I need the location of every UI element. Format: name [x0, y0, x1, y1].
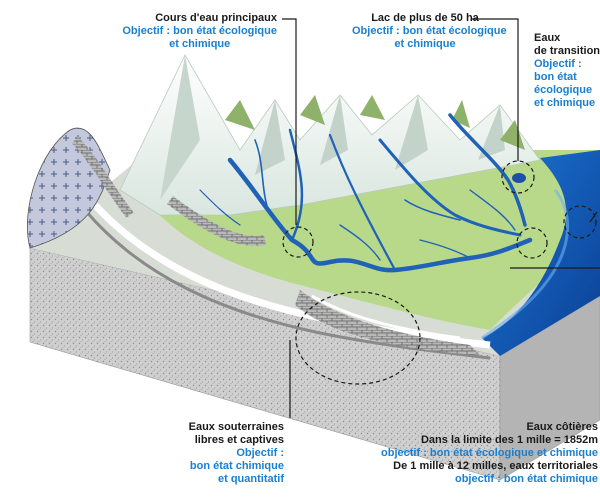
- transition-objective-1: Objectif :: [534, 58, 582, 70]
- coastal-line-2: objectif : bon état écologique et chimiq…: [381, 447, 598, 459]
- transition-title-1: Eaux: [534, 32, 561, 44]
- transition-objective-3: écologique: [534, 84, 593, 96]
- coastal-title: Eaux côtières: [526, 421, 598, 433]
- coastal-line-4: objectif : bon état chimique: [454, 473, 598, 485]
- rivers-label: Cours d'eau principaux Objectif : bon ét…: [122, 12, 277, 51]
- transition-title-2: de transition: [534, 45, 600, 57]
- groundwater-objective-3: et quantitatif: [218, 473, 284, 485]
- groundwater-title-2: libres et captives: [194, 434, 284, 446]
- transition-objective-4: et chimique: [534, 97, 596, 109]
- rivers-objective-cont: et chimique: [169, 38, 231, 50]
- rivers-title: Cours d'eau principaux: [155, 12, 277, 24]
- lake-label: Lac de plus de 50 ha Objectif : bon état…: [352, 12, 507, 51]
- coastal-label: Eaux côtières Dans la limite des 1 mille…: [381, 421, 598, 486]
- rivers-objective: Objectif : bon état écologique: [122, 25, 277, 37]
- lake-objective-cont: et chimique: [394, 38, 456, 50]
- coastal-line-1: Dans la limite des 1 mille = 1852m: [420, 434, 598, 446]
- groundwater-objective-2: bon état chimique: [189, 460, 284, 472]
- groundwater-title-1: Eaux souterraines: [188, 421, 284, 433]
- coastal-line-3: De 1 mille à 12 milles, eaux territorial…: [393, 460, 598, 472]
- lake-title: Lac de plus de 50 ha: [371, 12, 479, 24]
- groundwater-objective-1: Objectif :: [236, 447, 284, 459]
- lake-objective: Objectif : bon état écologique: [352, 25, 507, 37]
- groundwater-label: Eaux souterraines libres et captives Obj…: [189, 421, 284, 486]
- transition-objective-2: bon état: [534, 71, 577, 83]
- transition-label: Eaux de transition Objectif : bon état é…: [534, 32, 600, 110]
